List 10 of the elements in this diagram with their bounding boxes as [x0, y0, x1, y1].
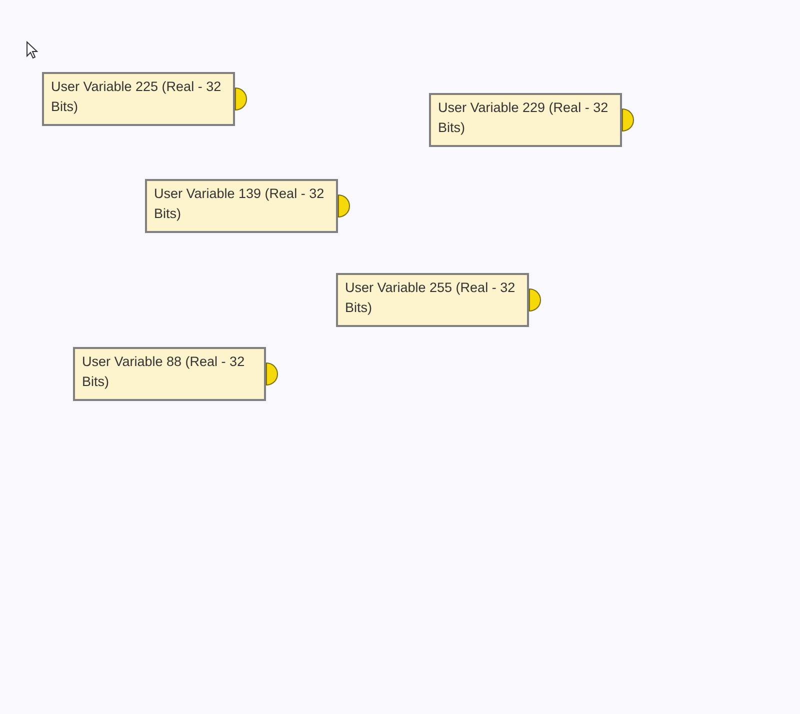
- variable-node: [42, 72, 235, 126]
- variable-node: [336, 273, 529, 327]
- node-label: User Variable 88 (Real - 32 Bits): [82, 353, 246, 391]
- node-label: User Variable 225 (Real - 32 Bits): [51, 78, 222, 116]
- node-label: User Variable 139 (Real - 32 Bits): [154, 185, 326, 223]
- variable-node: [145, 179, 338, 233]
- variable-node: [73, 347, 266, 401]
- variable-node: [429, 93, 622, 147]
- node-label: User Variable 255 (Real - 32 Bits): [345, 279, 516, 317]
- node-label: User Variable 229 (Real - 32 Bits): [438, 99, 610, 137]
